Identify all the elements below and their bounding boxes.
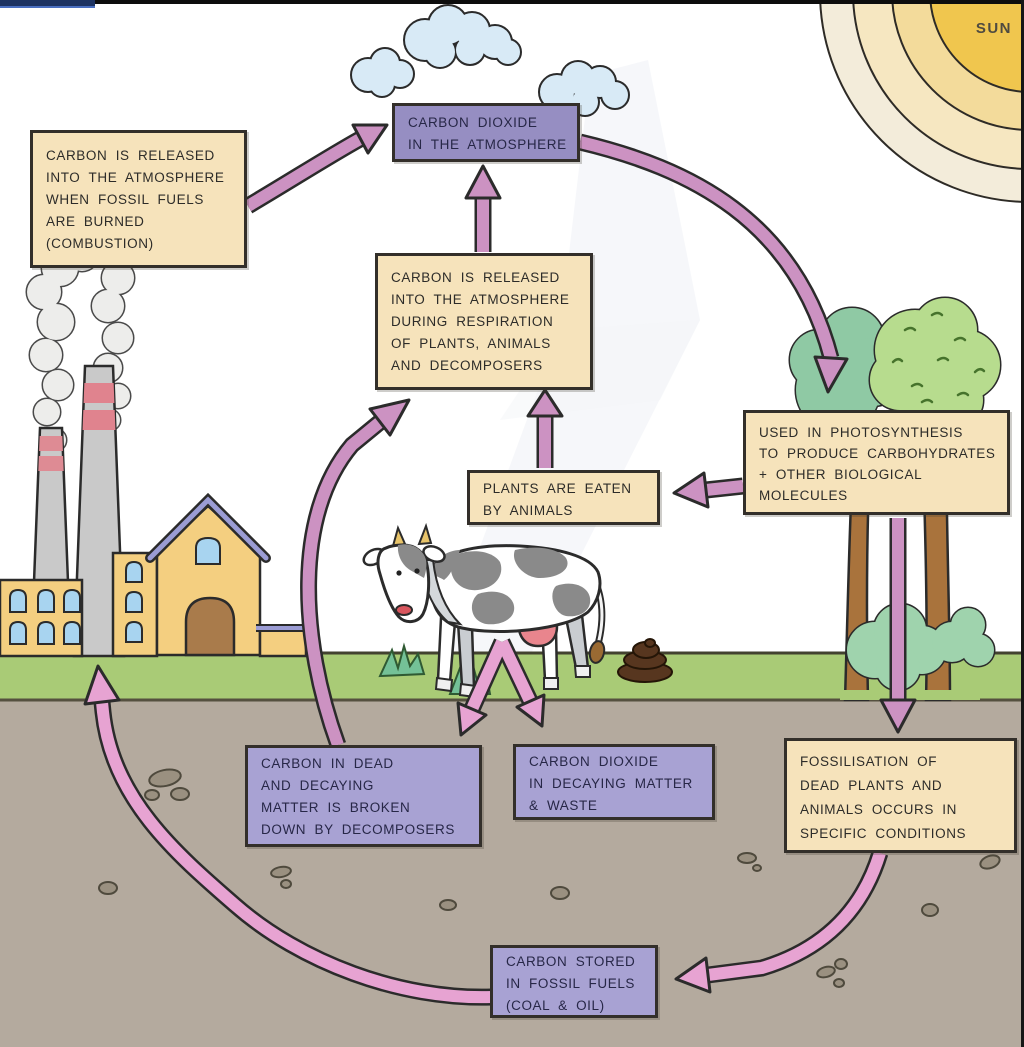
window-top-bar-accent (0, 0, 95, 8)
arrow-combustion-to-atmosphere (243, 123, 389, 214)
label-box-fossil-fuels: CARBON STORED IN FOSSIL FUELS (COAL & OI… (490, 945, 658, 1018)
cow-patches (432, 547, 591, 625)
arrow-tree-to-fossilisation (879, 518, 917, 734)
arrow-eaten-to-respiration (526, 388, 564, 468)
label-box-combustion: CARBON IS RELEASED INTO THE ATMOSPHERE W… (30, 130, 247, 268)
window-right-border (1021, 0, 1024, 1047)
pebbles (98, 768, 1001, 988)
label-box-decaying-waste: CARBON DIOXIDE IN DECAYING MATTER & WAST… (513, 744, 715, 820)
window-top-bar (0, 0, 1024, 4)
arrows (83, 123, 917, 1006)
arrow-cow-to-decomposers-and-waste (456, 638, 546, 737)
arrow-fossil-fuels-to-factory (83, 664, 493, 1006)
clouds-fill (352, 6, 628, 116)
factory-right-block (258, 626, 308, 658)
smoke-fill (27, 239, 134, 451)
factory (0, 364, 310, 658)
cow-ear (422, 545, 446, 563)
poop (617, 638, 673, 683)
cow (362, 522, 606, 699)
cow-mouth (395, 604, 413, 616)
label-box-plants-eaten: PLANTS ARE EATEN BY ANIMALS (467, 470, 660, 525)
arrow-fossilisation-to-fossil-fuels (674, 850, 889, 994)
factory-door (184, 596, 236, 657)
label-box-respiration: CARBON IS RELEASED INTO THE ATMOSPHERE D… (375, 253, 593, 390)
arrow-atmosphere-to-photosynthesis (578, 133, 849, 394)
arrow-respiration-to-atmosphere (464, 164, 502, 252)
factory-windows (9, 536, 221, 645)
chimney-short (32, 426, 70, 584)
label-box-decomposers: CARBON IN DEAD AND DECAYING MATTER IS BR… (245, 745, 482, 847)
label-box-atmosphere: CARBON DIOXIDE IN THE ATMOSPHERE (392, 103, 580, 162)
cow-horn (417, 522, 433, 546)
sun-label: SUN (975, 20, 1012, 37)
cow-leg (456, 620, 476, 690)
cow-horn (391, 525, 407, 548)
label-box-photosynthesis: USED IN PHOTOSYNTHESIS TO PRODUCE CARBOH… (743, 410, 1010, 515)
leaf-marks (891, 311, 986, 404)
arrow-decomposers-to-respiration (300, 398, 411, 748)
sun-icon (819, 0, 1024, 203)
label-box-fossilisation: FOSSILISATION OF DEAD PLANTS AND ANIMALS… (784, 738, 1017, 853)
cow-tail-tuft (588, 640, 606, 664)
arrow-photosynthesis-to-eaten (672, 471, 744, 509)
